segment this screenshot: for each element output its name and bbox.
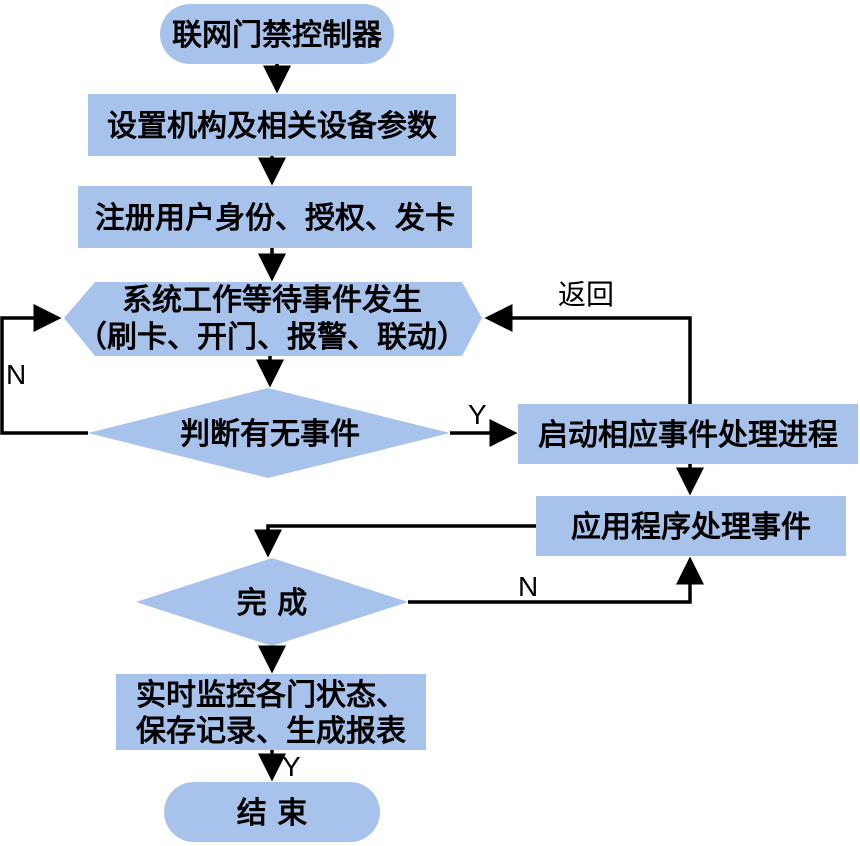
wait-event-text-2: （刷卡、开门、报警、联动） [77, 320, 467, 355]
complete-text: 完 成 [237, 586, 307, 621]
arrow-return-to-wait [484, 304, 692, 404]
wait-event-node [64, 282, 482, 356]
start-process-node [518, 404, 858, 464]
end-node [164, 782, 380, 842]
wait-event-text-1: 系统工作等待事件发生 [122, 283, 422, 318]
start-node-text: 联网门禁控制器 [172, 18, 383, 53]
complete-yes-label: Y [282, 751, 301, 782]
arrow-app-to-complete [254, 524, 536, 558]
arrow-judge-no-loop [0, 304, 88, 435]
judge-yes-label: Y [468, 399, 487, 430]
register-node [78, 186, 472, 248]
judge-event-text: 判断有无事件 [180, 417, 360, 452]
start-node [160, 4, 394, 64]
judge-no-label: N [6, 359, 26, 390]
arrow-complete-no-to-app [408, 556, 704, 604]
app-process-text: 应用程序处理事件 [571, 510, 811, 545]
app-process-node [536, 496, 846, 556]
start-process-text: 启动相应事件处理进程 [538, 418, 838, 453]
complete-node [136, 558, 408, 646]
judge-event-node [88, 388, 450, 478]
set-params-node [88, 94, 456, 156]
complete-no-label: N [518, 571, 538, 602]
end-text: 结 束 [237, 796, 307, 831]
set-params-text: 设置机构及相关设备参数 [107, 109, 438, 144]
monitor-text-2: 保存记录、生成报表 [136, 714, 406, 749]
monitor-node [116, 674, 426, 750]
monitor-text-1: 实时监控各门状态、 [136, 678, 406, 713]
return-label: 返回 [558, 279, 614, 310]
register-text: 注册用户身份、授权、发卡 [95, 201, 455, 236]
